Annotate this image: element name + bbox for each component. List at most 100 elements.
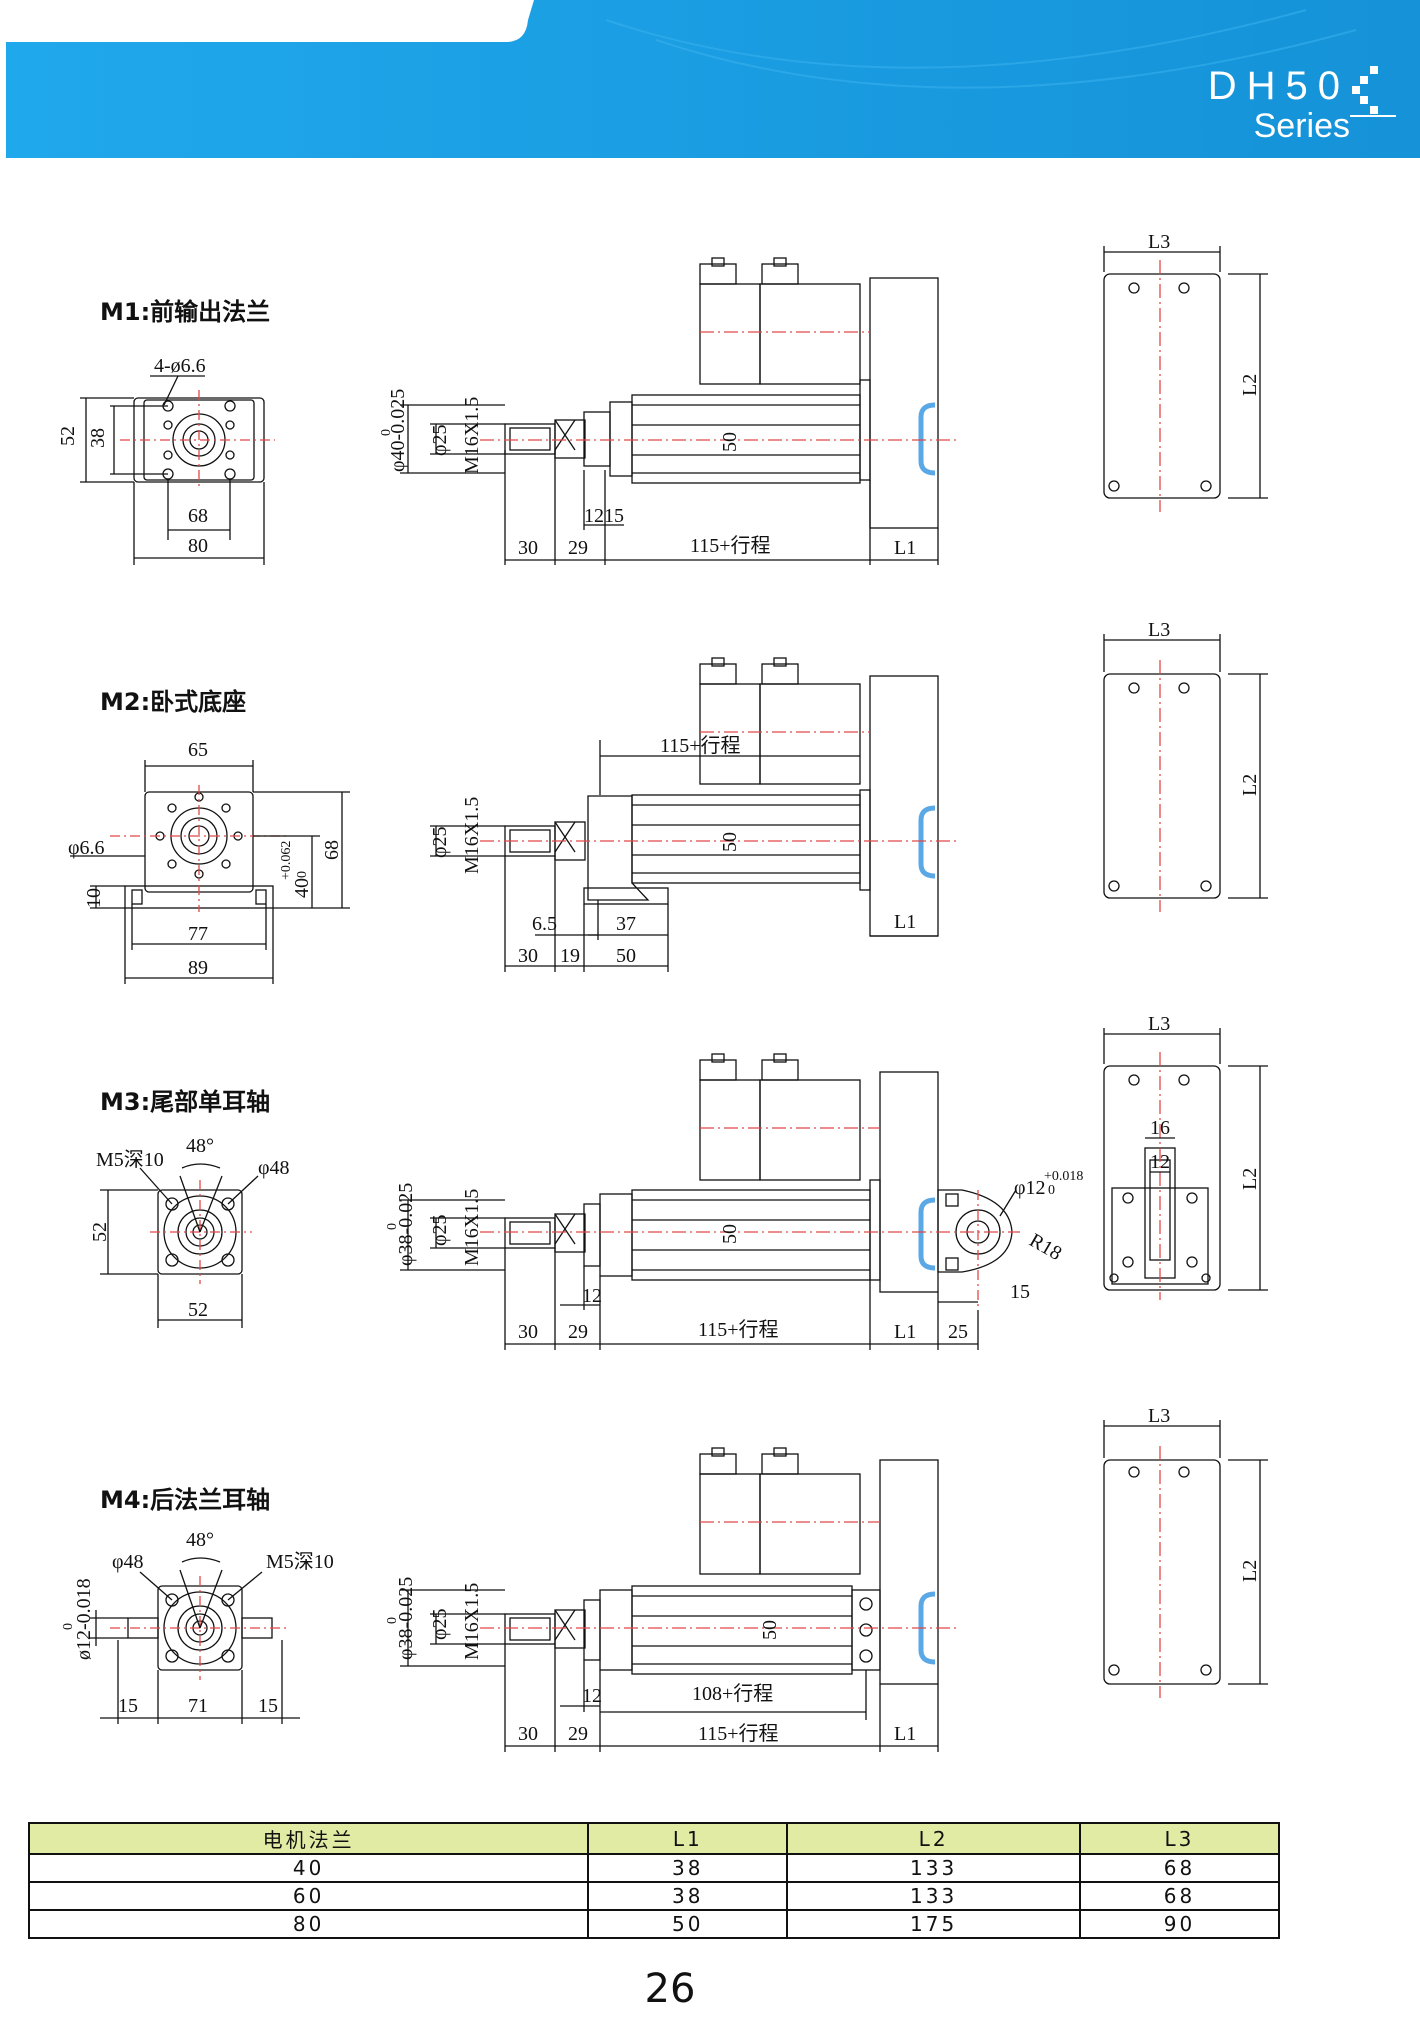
m3-dim-l1: L1 <box>894 1321 916 1343</box>
m1-dim-l2: L2 <box>1239 374 1261 396</box>
m4-dim-rod: φ25 <box>429 1608 451 1640</box>
m3-dim-l2: L2 <box>1239 1168 1261 1190</box>
m3-dim-radius: R18 <box>1026 1229 1066 1265</box>
m2-dim-body: 50 <box>719 832 741 852</box>
table-row: 40 38 133 68 <box>27 1853 1281 1883</box>
section-label-m2: M2:卧式底座 <box>100 688 247 716</box>
m4-dim-s1: 15 <box>118 1695 138 1717</box>
m3-dim-rod: φ25 <box>429 1214 451 1246</box>
spec-table-header: 电机法兰 L1 L2 L3 <box>27 1822 1281 1855</box>
m1-dim-shaft-fit-sup: 0 <box>379 429 394 436</box>
m1-dim-stroke: 115+行程 <box>690 534 771 557</box>
m1-front-view <box>80 375 275 565</box>
m1-dim-holes: 4-ø6.6 <box>154 355 206 377</box>
table-cell: 38 <box>587 1881 789 1911</box>
m3-front-view <box>100 1163 259 1328</box>
m4-dim-l1: L1 <box>894 1723 916 1745</box>
m4-dim-dia: φ48 <box>112 1551 144 1573</box>
m2-side-view <box>430 657 960 972</box>
m4-dim-s2: 71 <box>188 1695 208 1717</box>
m2-dim-rod: φ25 <box>429 826 451 858</box>
series-subtitle: Series <box>1253 107 1350 145</box>
m4-dim-thread: M16X1.5 <box>461 1583 483 1660</box>
m2-dim-thread: M16X1.5 <box>461 797 483 874</box>
header-shape <box>6 0 1420 158</box>
m2-dim-d1: 6.5 <box>532 913 557 935</box>
m3-dim-pin: φ12 <box>1014 1177 1046 1199</box>
table-cell: 40 <box>27 1853 590 1883</box>
m1-dim-l3: L3 <box>1148 231 1170 253</box>
table-cell: 133 <box>786 1881 1081 1911</box>
m4-dim-pin-fit-sup: 0 <box>61 1623 76 1630</box>
technical-drawings: 4-ø6.6 52 38 68 80 φ40-0.025 0 φ25 M16X1… <box>57 231 1268 1752</box>
m4-dim-len1: 30 <box>518 1723 538 1745</box>
m1-dim-w-outer: 80 <box>188 535 208 557</box>
m3-dim-d1: 12 <box>582 1285 602 1307</box>
header-motor-flange: 电机法兰 <box>27 1822 590 1855</box>
series-code: DH50 <box>1207 64 1350 108</box>
m3-dim-stroke: 115+行程 <box>698 1318 779 1341</box>
section-label-m3: M3:尾部单耳轴 <box>100 1088 271 1116</box>
m3-dim-len1: 30 <box>518 1321 538 1343</box>
m4-dim-shaft-fit-sup: 0 <box>385 1617 400 1624</box>
m1-dim-rod: φ25 <box>429 424 451 456</box>
m2-dim-center-tol: +0.062 <box>279 841 294 880</box>
m4-dim-l3: L3 <box>1148 1405 1170 1427</box>
table-cell: 90 <box>1078 1909 1281 1939</box>
m2-dim-center-tol2: 0 <box>295 871 310 878</box>
table-cell: 80 <box>27 1909 590 1939</box>
m2-dim-l2: L2 <box>1239 774 1261 796</box>
m2-dim-stroke: 115+行程 <box>660 734 741 757</box>
m3-dim-len-end: 25 <box>948 1321 968 1343</box>
m4-dim-d1: 12 <box>582 1685 602 1707</box>
m3-end-view <box>1103 1028 1268 1300</box>
m4-dim-stroke-inner: 108+行程 <box>692 1682 773 1705</box>
table-cell: 68 <box>1078 1853 1281 1883</box>
m3-dim-thread-hole: M5深10 <box>96 1148 164 1171</box>
table-cell: 60 <box>27 1881 590 1911</box>
m2-front-view <box>70 760 350 984</box>
m1-end-view <box>1103 246 1268 512</box>
m2-end-view <box>1103 634 1268 912</box>
m2-dim-center: 40 <box>291 878 313 898</box>
m3-dim-shaft-fit: φ38-0.025 <box>395 1183 417 1266</box>
table-row: 60 38 133 68 <box>27 1881 1281 1911</box>
m1-dim-body: 50 <box>719 432 741 452</box>
m1-dim-w-inner: 68 <box>188 505 208 527</box>
m1-dim-len2: 29 <box>568 537 588 559</box>
m1-dim-len1: 30 <box>518 537 538 559</box>
header-banner: DH50 Series <box>6 0 1420 158</box>
m2-dim-l1: L1 <box>894 911 916 933</box>
m3-dim-thread: M16X1.5 <box>461 1189 483 1266</box>
m4-dim-l2: L2 <box>1239 1560 1261 1582</box>
m3-side-view <box>400 1053 1020 1350</box>
m3-dim-width: 52 <box>188 1299 208 1321</box>
m2-dim-base: 10 <box>83 888 105 908</box>
m3-dim-len2: 29 <box>568 1321 588 1343</box>
m3-dim-body: 50 <box>719 1224 741 1244</box>
table-cell: 50 <box>587 1909 789 1939</box>
m3-dim-r-len: 15 <box>1010 1281 1030 1303</box>
m1-dim-thread: M16X1.5 <box>461 397 483 474</box>
m3-dim-angle: 48° <box>186 1135 214 1157</box>
m2-dim-w-outer: 89 <box>188 957 208 979</box>
m4-side-view <box>400 1447 960 1752</box>
m4-dim-shaft-fit: φ38-0.025 <box>395 1577 417 1660</box>
m2-dim-len2: 19 <box>560 945 580 967</box>
header-l2: L2 <box>786 1822 1081 1855</box>
m4-dim-len2: 29 <box>568 1723 588 1745</box>
m2-dim-d2: 37 <box>616 913 636 935</box>
m3-dim-ear-w: 16 <box>1150 1117 1170 1139</box>
m3-dim-height: 52 <box>89 1222 111 1242</box>
section-label-m1: M1:前输出法兰 <box>100 298 271 326</box>
m4-dim-stroke: 115+行程 <box>698 1722 779 1745</box>
header-l3: L3 <box>1078 1822 1281 1855</box>
m2-dim-w-mid: 77 <box>188 923 208 945</box>
m3-dim-pin-tol2: 0 <box>1048 1183 1055 1198</box>
table-cell: 38 <box>587 1853 789 1883</box>
m4-front-view <box>90 1557 300 1724</box>
m1-side-view <box>400 257 960 565</box>
m1-dim-shaft-fit: φ40-0.025 <box>387 389 409 472</box>
m4-dim-angle: 48° <box>186 1529 214 1551</box>
brand-arrow-icon <box>1350 66 1396 117</box>
